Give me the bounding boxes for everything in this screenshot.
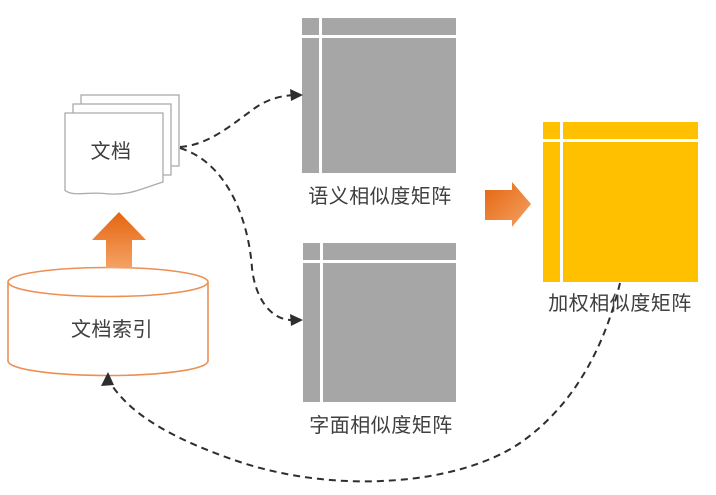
matrix-corner-cell: [303, 243, 320, 260]
matrix-corner-cell: [543, 122, 560, 139]
literal-matrix-label: 字面相似度矩阵: [309, 415, 453, 437]
documents-label: 文档: [90, 141, 132, 163]
semantic-matrix-label: 语义相似度矩阵: [308, 186, 452, 208]
matrix-header-col: [303, 263, 320, 402]
cylinder-top: [7, 266, 209, 298]
matrix-header-row: [322, 18, 456, 35]
literal-matrix: [303, 243, 456, 402]
matrix-body: [323, 263, 456, 402]
matrix-header-col: [543, 142, 560, 282]
matrix-header-col: [302, 38, 319, 173]
matrix-corner-cell: [302, 18, 319, 35]
doc-to-semantic-connector: [179, 89, 303, 148]
weighted-matrix: [543, 122, 698, 282]
matrix-header-row: [563, 122, 698, 139]
arrowhead: [290, 314, 303, 326]
weighted-matrix-label: 加权相似度矩阵: [548, 293, 692, 315]
matrix-header-row: [323, 243, 456, 260]
document-index-label: 文档索引: [71, 319, 153, 341]
up-block-arrow: [92, 212, 146, 268]
semantic-matrix: [302, 18, 456, 173]
doc-to-literal-connector: [179, 147, 303, 326]
matrix-body: [563, 142, 698, 282]
arrowhead: [101, 372, 114, 386]
matrix-body: [322, 38, 456, 173]
right-block-arrow: [485, 182, 531, 227]
